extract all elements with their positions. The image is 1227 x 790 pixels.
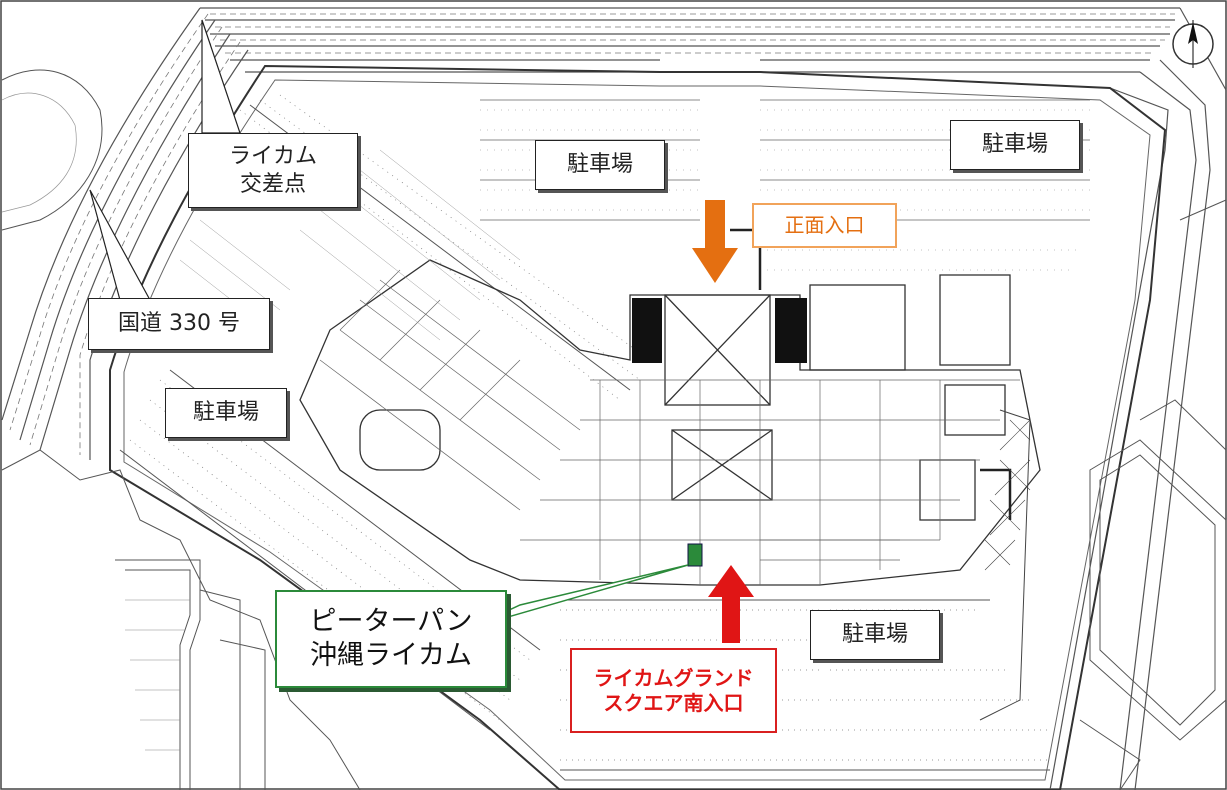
parking-top-right-label: 駐車場 <box>950 120 1080 170</box>
south-entrance-label: ライカムグランド スクエア南入口 <box>570 648 777 733</box>
parking-left-label: 駐車場 <box>165 388 287 438</box>
south-entrance-line2: スクエア南入口 <box>603 690 744 715</box>
callout-pointers <box>89 19 241 301</box>
right-hatch <box>984 419 1031 571</box>
main-entrance-text: 正面入口 <box>784 213 865 237</box>
parking-top-right-text: 駐車場 <box>981 132 1048 158</box>
route-330-label: 国道 330 号 <box>88 298 270 350</box>
south-entrance-line1: ライカムグランド <box>593 665 754 690</box>
shop-name-line2: 沖縄ライカム <box>310 640 472 671</box>
south-entrance-arrow <box>708 565 754 643</box>
raikamu-intersection-line1: ライカム <box>228 144 317 169</box>
neighbor-buildings <box>1079 199 1227 790</box>
parking-top-center-label: 駐車場 <box>535 140 665 190</box>
southwest-structures <box>1 449 361 790</box>
parking-left-text: 駐車場 <box>192 400 259 426</box>
raikamu-intersection-label: ライカム 交差点 <box>188 133 358 208</box>
main-entrance-arrow <box>692 200 738 283</box>
route-330-text: 国道 330 号 <box>118 311 240 337</box>
shop-marker <box>687 543 703 567</box>
main-entrance-label: 正面入口 <box>752 203 897 248</box>
mall-interior <box>319 269 1020 585</box>
shop-label: ピーターパン 沖縄ライカム <box>275 590 507 688</box>
parking-top-center-text: 駐車場 <box>566 152 633 178</box>
parking-bottom-right-label: 駐車場 <box>810 610 940 660</box>
parking-bottom-right-text: 駐車場 <box>841 622 908 648</box>
north-arrow-icon <box>1172 20 1214 68</box>
raikamu-intersection-line2: 交差点 <box>239 171 306 197</box>
highway-top-dashes <box>210 13 1175 54</box>
highway-top <box>200 7 1180 73</box>
mall-building <box>299 259 1041 586</box>
shop-name-line1: ピーターパン <box>309 606 473 638</box>
